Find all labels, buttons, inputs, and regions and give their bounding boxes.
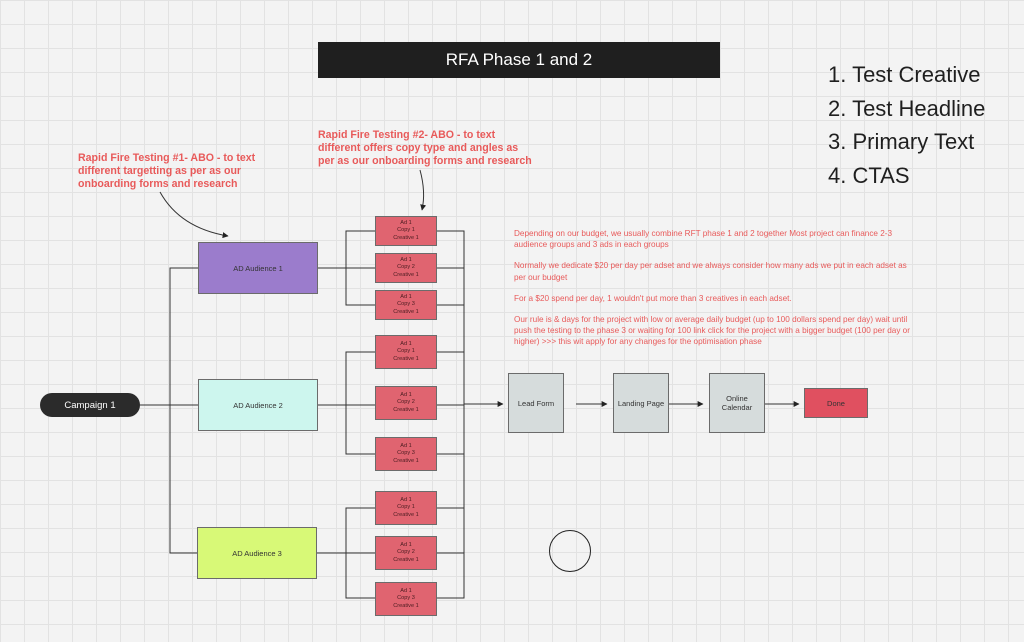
- lead-form-node[interactable]: Lead Form: [508, 373, 564, 433]
- connector-campaign-audience1: [140, 267, 198, 406]
- description-paragraph: Normally we dedicate $20 per day per ads…: [514, 261, 907, 282]
- ad-node[interactable]: Ad 1 Copy 1 Creative 1: [375, 216, 437, 246]
- online-calendar-node[interactable]: Online Calendar: [709, 373, 765, 433]
- rft1-note: Rapid Fire Testing #1- ABO - to text dif…: [78, 152, 256, 190]
- ad-node[interactable]: Ad 1 Copy 2 Creative 1: [375, 386, 437, 420]
- ad-creative: Creative 1: [393, 308, 419, 315]
- ad-creative: Creative 1: [393, 511, 419, 518]
- ad-title: Ad 1: [400, 340, 412, 347]
- checklist-item: 2. Test Headline: [828, 95, 986, 121]
- circle-shape: [549, 530, 591, 572]
- done-node[interactable]: Done: [804, 388, 868, 418]
- ad-title: Ad 1: [400, 293, 412, 300]
- ad-copy: Copy 3: [397, 450, 415, 457]
- ad-creative: Creative 1: [393, 355, 419, 362]
- ad-node[interactable]: Ad 1 Copy 1 Creative 1: [375, 491, 437, 525]
- ad-title: Ad 1: [400, 541, 412, 548]
- note2-arrow: [419, 169, 427, 211]
- checklist-item: 1. Test Creative: [828, 62, 981, 87]
- ad-creative: Creative 1: [393, 234, 419, 241]
- ad-node[interactable]: Ad 1 Copy 1 Creative 1: [375, 335, 437, 369]
- ad-node[interactable]: Ad 1 Copy 3 Creative 1: [375, 437, 437, 471]
- audience-node-3[interactable]: AD Audience 3: [197, 527, 317, 579]
- ad-copy: Copy 3: [397, 595, 415, 602]
- budget-description: Depending on our budget, we usually comb…: [514, 228, 914, 358]
- ad-creative: Creative 1: [393, 457, 419, 464]
- checklist-item: 4. CTAS: [828, 162, 910, 188]
- ad-title: Ad 1: [400, 496, 412, 503]
- ad-node[interactable]: Ad 1 Copy 3 Creative 1: [375, 290, 437, 320]
- testing-checklist: 1. Test Creative 2. Test Headline 3. Pri…: [828, 58, 985, 192]
- ad-title: Ad 1: [400, 219, 412, 226]
- connector-campaign-audience3: [169, 405, 197, 554]
- ad-copy: Copy 1: [397, 227, 415, 234]
- ad-title: Ad 1: [400, 391, 412, 398]
- ad-title: Ad 1: [400, 256, 412, 263]
- ad-title: Ad 1: [400, 442, 412, 449]
- connector-a1-ads: [318, 230, 375, 306]
- ad-node[interactable]: Ad 1 Copy 2 Creative 1: [375, 536, 437, 570]
- ad-copy: Copy 3: [397, 301, 415, 308]
- diagram-title: RFA Phase 1 and 2: [318, 42, 720, 78]
- ad-copy: Copy 1: [397, 504, 415, 511]
- ad-creative: Creative 1: [393, 556, 419, 563]
- ad-title: Ad 1: [400, 587, 412, 594]
- ad-creative: Creative 1: [393, 602, 419, 609]
- ad-copy: Copy 2: [397, 399, 415, 406]
- rft2-note: Rapid Fire Testing #2- ABO - to text dif…: [318, 129, 532, 167]
- ad-copy: Copy 1: [397, 348, 415, 355]
- audience-node-1[interactable]: AD Audience 1: [198, 242, 318, 294]
- connector-a2-ads: [318, 351, 375, 455]
- campaign-node[interactable]: Campaign 1: [40, 393, 140, 417]
- audience-node-2[interactable]: AD Audience 2: [198, 379, 318, 431]
- checklist-item: 3. Primary Text: [828, 129, 975, 154]
- landing-page-node[interactable]: Landing Page: [613, 373, 669, 433]
- ad-copy: Copy 2: [397, 264, 415, 271]
- ad-creative: Creative 1: [393, 271, 419, 278]
- description-paragraph: Our rule is & days for the project with …: [514, 315, 910, 347]
- connector-ads-collect: [437, 230, 465, 599]
- ad-node[interactable]: Ad 1 Copy 2 Creative 1: [375, 253, 437, 283]
- description-paragraph: Depending on our budget, we usually comb…: [514, 229, 893, 250]
- ad-node[interactable]: Ad 1 Copy 3 Creative 1: [375, 582, 437, 616]
- note1-arrow: [159, 191, 229, 239]
- ad-creative: Creative 1: [393, 406, 419, 413]
- connector-a3-ads: [317, 507, 375, 599]
- ad-copy: Copy 2: [397, 549, 415, 556]
- description-paragraph: For a $20 spend per day, 1 wouldn't put …: [514, 293, 792, 303]
